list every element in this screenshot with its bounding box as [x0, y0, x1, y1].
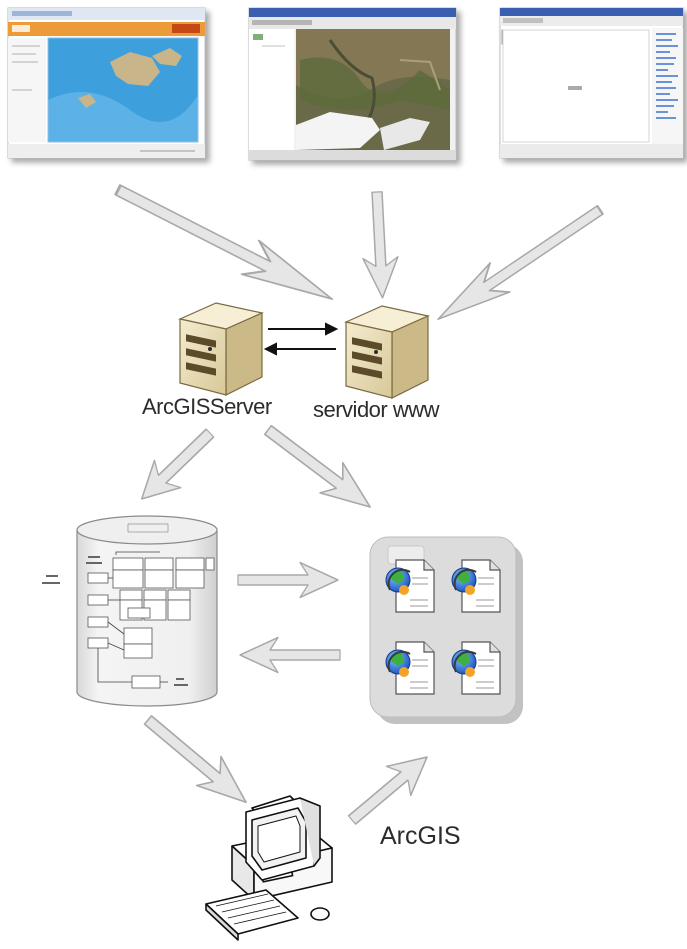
server-tower-icon [344, 305, 430, 399]
screenshot-desktop-aerial [248, 7, 457, 161]
globe-document-icon [385, 641, 435, 695]
arrow-computer-to-services [339, 741, 440, 836]
globe-document-icon [451, 641, 501, 695]
arrow-center-screenshot-to-server [358, 190, 401, 300]
server-tower-icon [178, 302, 264, 396]
globe-document-icons [385, 559, 501, 695]
flow-arrows [108, 171, 611, 836]
screenshot-web-viewer [7, 7, 206, 159]
arrow-database-to-services [237, 561, 339, 599]
arcgis-server-label: ArcGISServer [142, 394, 272, 419]
arrow-database-to-computer [135, 704, 259, 818]
web-server-label: servidor www [313, 397, 440, 422]
desktop-computer-icon [205, 795, 333, 941]
database-cylinder-icon [42, 515, 218, 707]
arrow-services-to-database [239, 636, 341, 674]
arrow-right-screenshot-to-server [427, 194, 611, 335]
server-sync-arrows [263, 322, 339, 356]
screenshot-desktop-blank [499, 7, 684, 159]
arrow-left-screenshot-to-server [108, 171, 342, 318]
globe-document-icon [451, 559, 501, 613]
arrow-server-to-database [127, 418, 224, 514]
globe-document-icon [385, 559, 435, 613]
arrow-server-to-services [255, 414, 383, 523]
services-panel [369, 536, 523, 724]
arcgis-client-label: ArcGIS [380, 822, 461, 850]
